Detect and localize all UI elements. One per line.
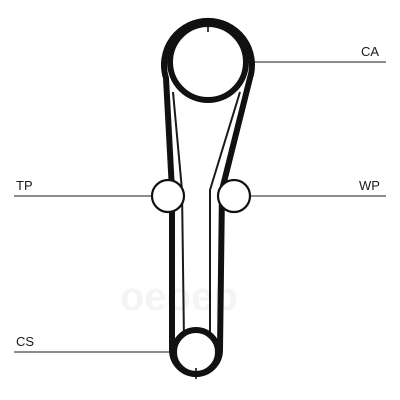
- crankshaft-pulley: [171, 327, 221, 377]
- camshaft-pulley: [167, 21, 249, 103]
- tensioner-pulley: [150, 178, 186, 214]
- label-wp: WP: [359, 178, 380, 193]
- label-ca: CA: [361, 44, 379, 59]
- label-cs: CS: [16, 334, 34, 349]
- water-pump-pulley: [216, 178, 252, 214]
- label-tp: TP: [16, 178, 33, 193]
